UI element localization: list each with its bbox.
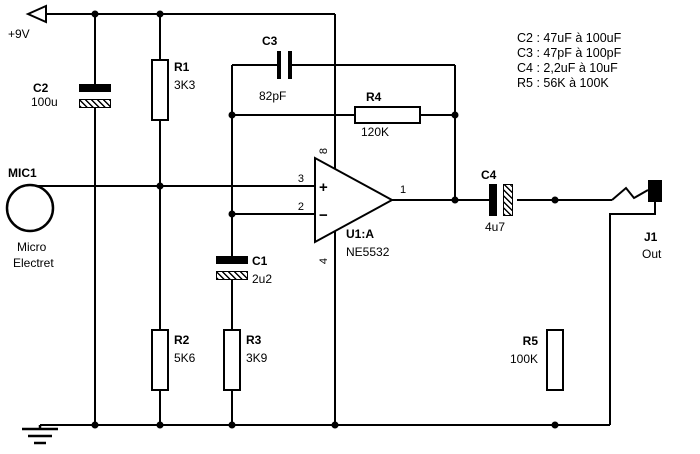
j1-ref: J1 (644, 230, 658, 244)
opamp-triangle (314, 156, 395, 244)
c3-value: 82pF (259, 89, 286, 103)
capacitor-c2-hatched-plate-icon (79, 99, 111, 108)
junction-dots (91, 10, 559, 429)
resistor-body-r3 (223, 329, 241, 391)
mic-label-1: Micro (17, 240, 47, 254)
pin-4-label: 4 (318, 258, 330, 264)
pin-8-label: 8 (318, 148, 330, 154)
c4-ref: C4 (481, 168, 497, 182)
capacitor-c4-solid-plate (489, 184, 497, 216)
capacitor-c1-hatched-plate-icon (216, 271, 248, 280)
junction-dot (451, 111, 459, 119)
c3-ref: C3 (262, 34, 278, 48)
capacitor-c1-solid-plate (216, 256, 248, 264)
r2-ref: R2 (174, 333, 190, 347)
mic-label-2: Electret (13, 256, 54, 270)
resistor-body-r2 (151, 329, 169, 391)
pin-3-label: 3 (298, 173, 304, 185)
plus-input-sign: + (319, 179, 328, 196)
junction-dot (91, 10, 99, 18)
wire-jack-sleeve (609, 202, 656, 425)
junction-dot (331, 421, 339, 429)
mic-ref: MIC1 (8, 166, 37, 180)
junction-dot (156, 182, 164, 190)
note-c2: C2 : 47uF à 100uF (517, 31, 622, 45)
junction-dot (156, 10, 164, 18)
c2-value: 100u (31, 95, 58, 109)
capacitor-c2-solid-plate (79, 84, 111, 92)
r1-ref: R1 (174, 60, 190, 74)
wire-jack-tip-contact (611, 186, 649, 201)
note-c3: C3 : 47pF à 100pF (517, 46, 622, 60)
junction-dot (551, 421, 559, 429)
resistor-body-r4 (354, 106, 421, 124)
junction-dot (451, 196, 459, 204)
opamp-part: NE5532 (346, 245, 390, 259)
r3-value: 3K9 (246, 351, 268, 365)
junction-dot (156, 421, 164, 429)
junction-dot (91, 421, 99, 429)
c4-value: 4u7 (485, 220, 505, 234)
junction-dot (228, 421, 236, 429)
capacitor-c3-plate-right (288, 51, 292, 79)
j1-label: Out (642, 247, 662, 261)
r4-value: 120K (361, 125, 389, 139)
junction-dot (551, 196, 559, 204)
c1-ref: C1 (252, 254, 268, 268)
supply-label: +9V (8, 27, 30, 41)
r3-ref: R3 (246, 333, 262, 347)
junction-dot (228, 111, 236, 119)
pin-2-label: 2 (298, 201, 304, 213)
r1-value: 3K3 (174, 78, 196, 92)
supply-arrow-icon (25, 4, 47, 24)
ground-symbol (22, 425, 58, 445)
capacitor-c3-plate-left (277, 51, 281, 79)
resistor-body-r5 (546, 329, 564, 391)
minus-input-sign: − (319, 207, 328, 224)
r5-value: 100K (510, 352, 538, 366)
r5-ref: R5 (523, 334, 539, 348)
c1-value: 2u2 (252, 272, 272, 286)
note-c4: C4 : 2,2uF à 10uF (517, 61, 618, 75)
electret-mic-icon (5, 183, 55, 233)
opamp-ref: U1:A (346, 227, 374, 241)
r4-ref: R4 (366, 90, 382, 104)
capacitor-c4-hatched-plate-icon (503, 184, 513, 216)
c2-ref: C2 (33, 81, 49, 95)
pin-1-label: 1 (400, 184, 406, 196)
note-r5: R5 : 56K à 100K (517, 76, 609, 90)
resistor-body-r1 (151, 59, 169, 121)
jack-body-icon (648, 180, 662, 202)
junction-dot (228, 210, 236, 218)
r2-value: 5K6 (174, 351, 196, 365)
